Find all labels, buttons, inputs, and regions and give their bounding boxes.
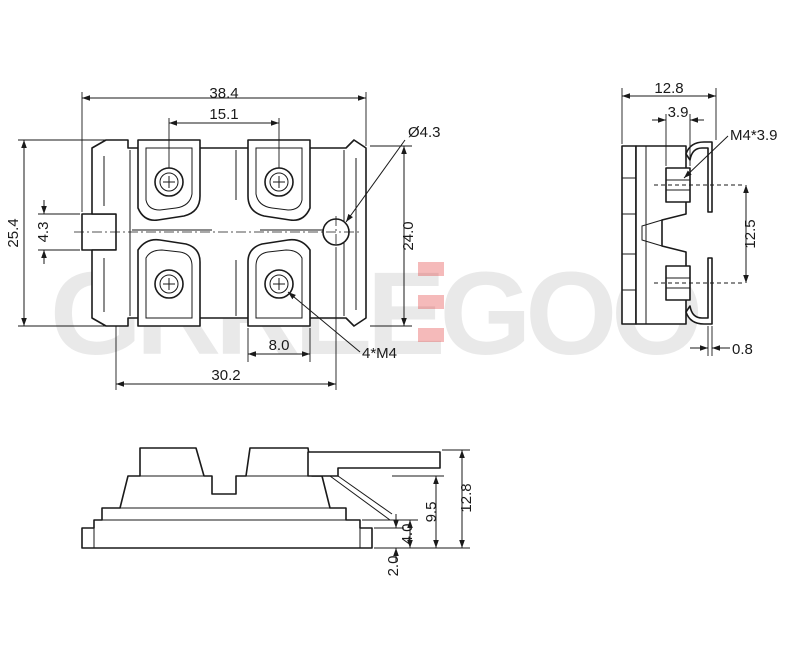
dim-shoulder-height: 9.5 <box>423 502 440 523</box>
dim-overall-height: 25.4 <box>5 218 22 247</box>
dim-base-thickness: 2.0 <box>385 556 402 577</box>
center-line <box>74 216 362 248</box>
dim-hole-height: 24.0 <box>400 221 417 250</box>
side-base <box>621 145 637 325</box>
dim-base-width: 30.2 <box>211 367 240 384</box>
body-inner-edge <box>103 150 357 316</box>
dim-tab-width: 4.3 <box>35 222 52 243</box>
terminal-divider <box>132 150 340 316</box>
side-view: 12.8 3.9 M4*3.9 12.5 0.8 <box>621 80 778 358</box>
dim-nut-depth: 3.9 <box>668 104 689 121</box>
watermark-accent <box>418 262 444 276</box>
dim-clip-thickness: 0.8 <box>732 341 753 358</box>
dim-pitch: 12.5 <box>742 219 759 248</box>
dim-thread-note: 4*M4 <box>362 345 397 362</box>
front-view: 12.8 9.5 4.0 2.0 <box>81 447 475 577</box>
terminal-strap <box>307 451 441 477</box>
terminal-clip <box>685 257 713 325</box>
dim-overall-width: 38.4 <box>209 85 238 102</box>
dim-hole-diameter: Ø4.3 <box>408 124 441 141</box>
watermark-accent <box>418 295 444 309</box>
terminal-clip <box>685 141 713 213</box>
watermark-accent <box>418 328 444 342</box>
dim-body-height: 4.0 <box>399 524 416 545</box>
dim-overall-height-front: 12.8 <box>458 483 475 512</box>
dim-overall-depth: 12.8 <box>654 80 683 97</box>
dim-screw-spacing: 15.1 <box>209 106 238 123</box>
dim-thread-depth: M4*3.9 <box>730 127 778 144</box>
dim-terminal-width: 8.0 <box>269 337 290 354</box>
top-view: 38.4 15.1 Ø4.3 25.4 4.3 24.0 8.0 4*M4 30… <box>5 85 441 390</box>
